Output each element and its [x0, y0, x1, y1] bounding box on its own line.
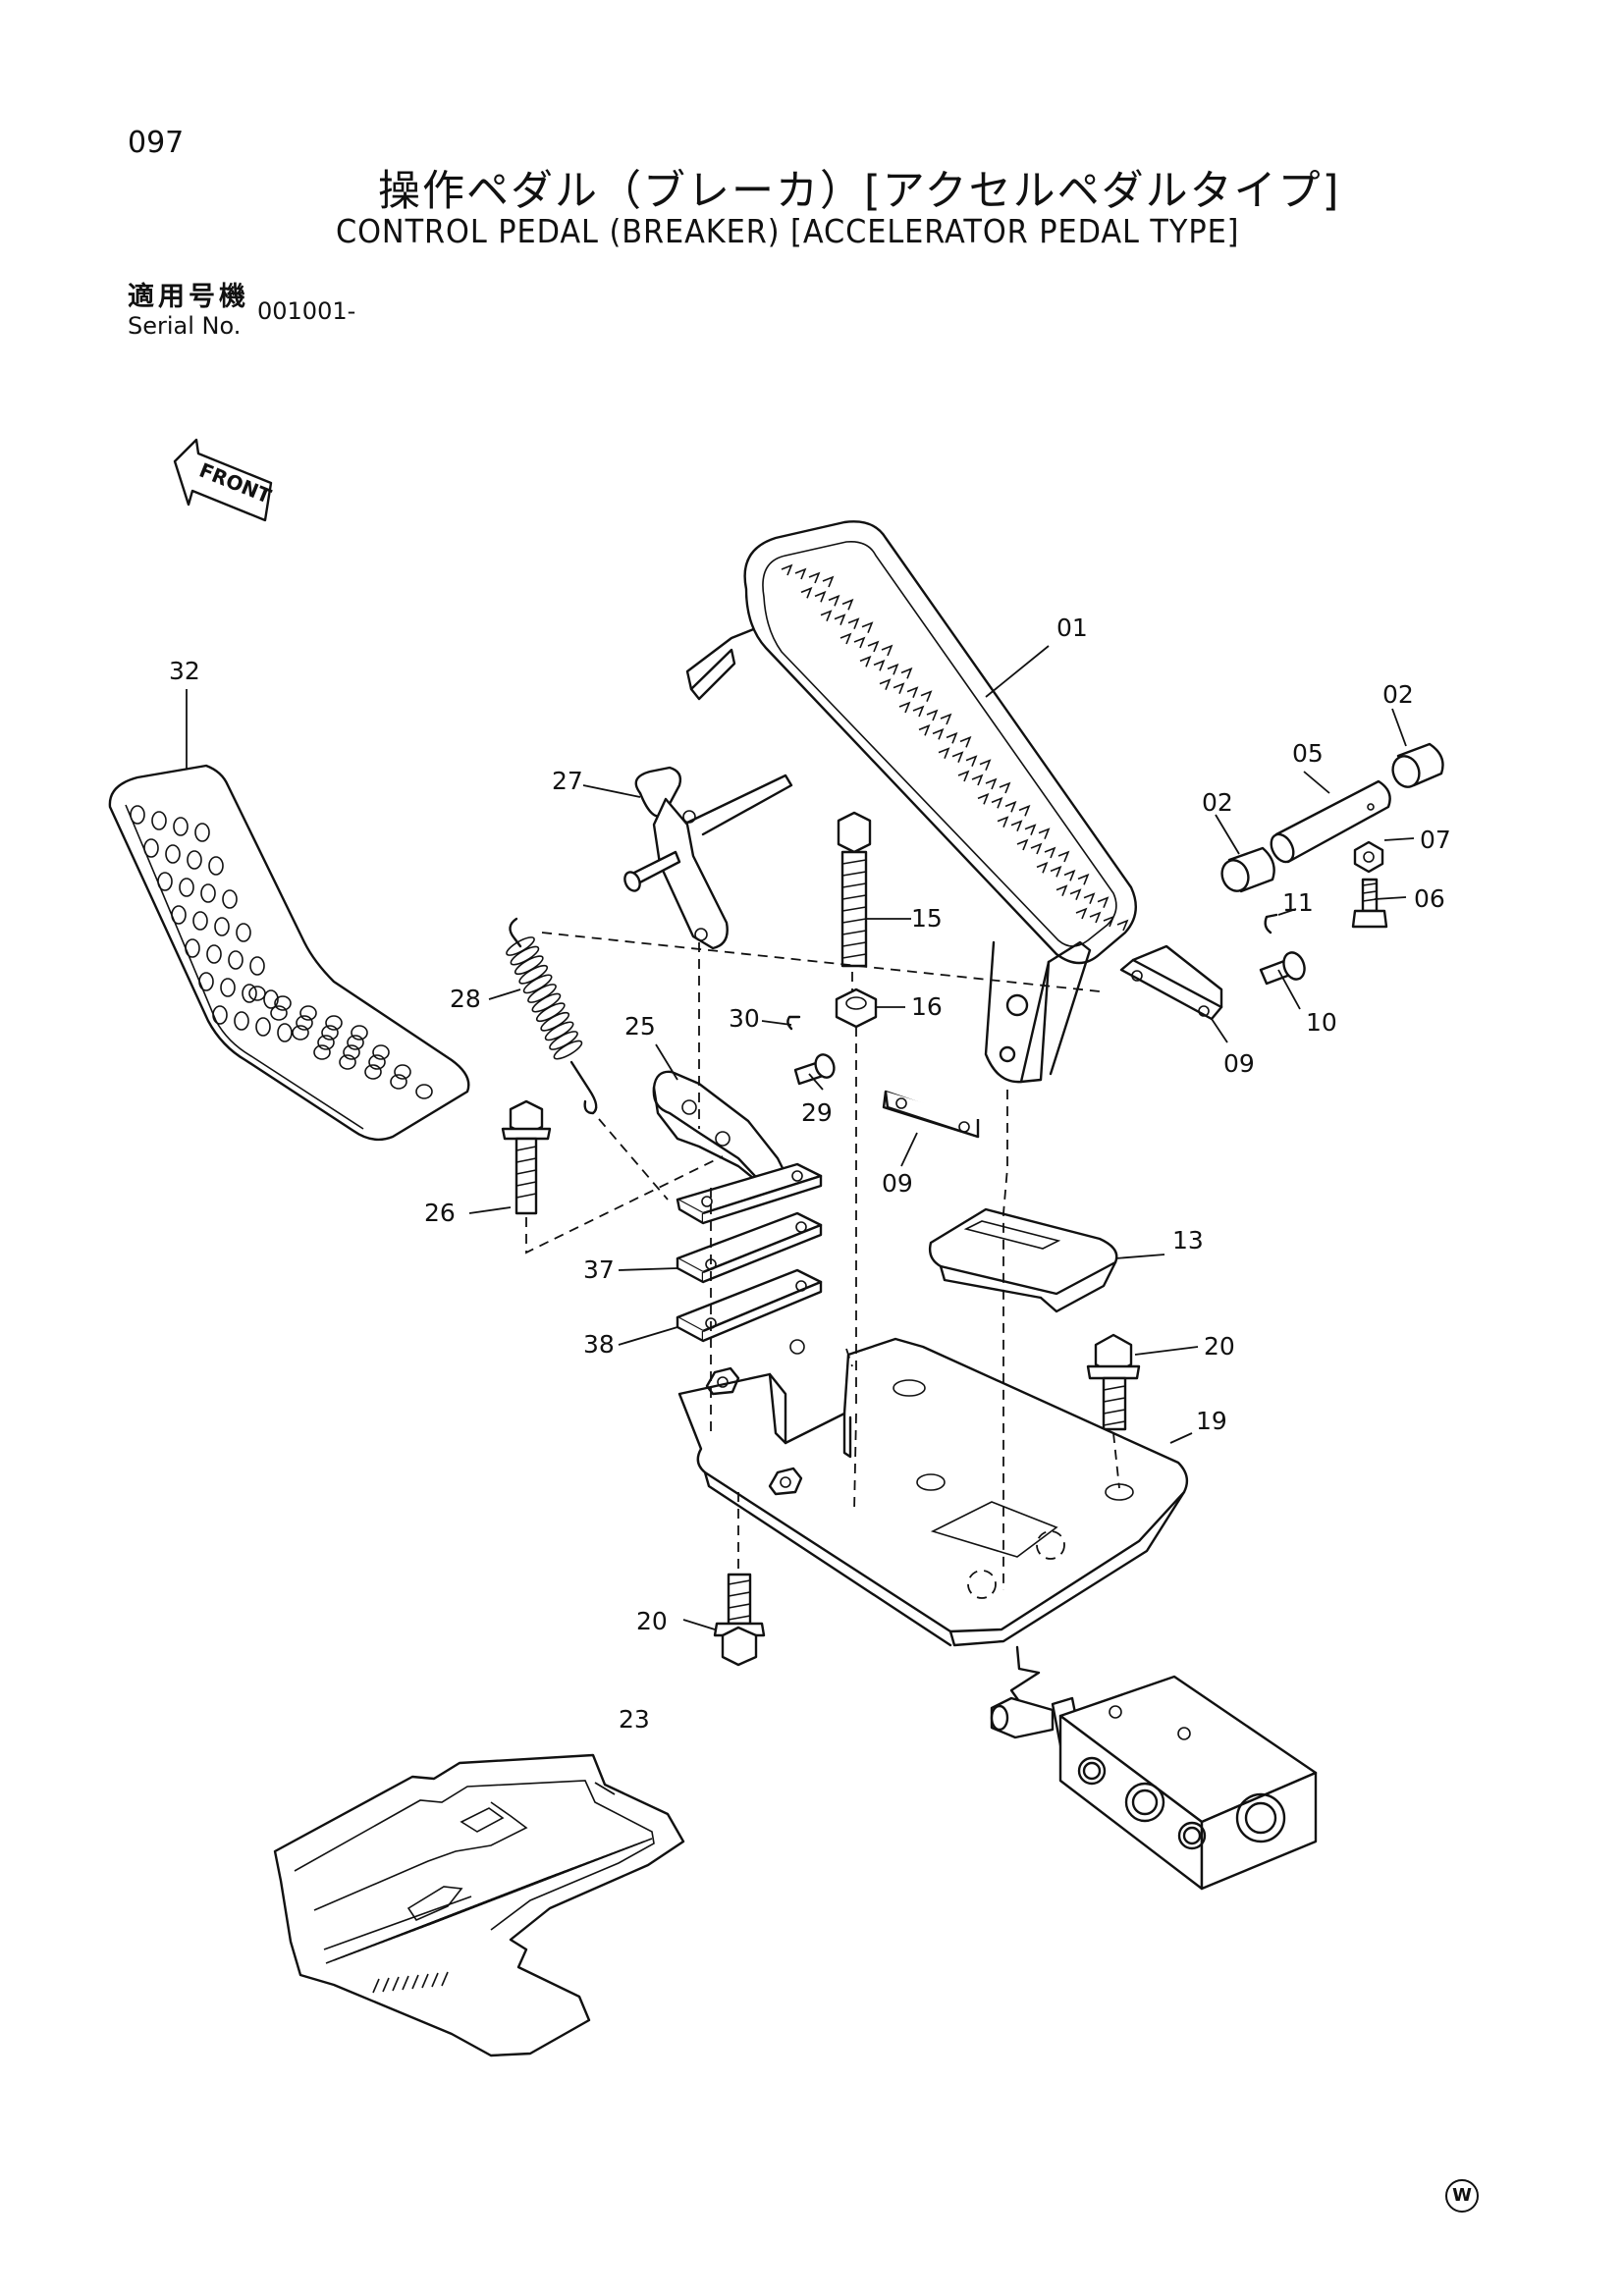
part-10-clevis-pin [1259, 951, 1306, 986]
serial-label-japanese: 適用号機 [128, 282, 249, 312]
part-02-bushing-left [1220, 846, 1275, 893]
callout-leaders [186, 645, 1415, 1795]
part-02-bushing-right [1391, 742, 1444, 788]
pedal-cover-studs [130, 805, 433, 1099]
part-32-pedal-cover [108, 764, 470, 1142]
callout-09-right: 09 [1223, 1049, 1255, 1078]
part-11-split-pin [1264, 913, 1278, 934]
serial-number-value: 001001- [257, 297, 356, 325]
manufacturer-mark: W [1445, 2179, 1479, 2213]
callout-11: 11 [1282, 888, 1314, 917]
title-english: CONTROL PEDAL (BREAKER) [ACCELERATOR PED… [336, 212, 1240, 250]
callout-30: 30 [729, 1004, 760, 1033]
callout-16: 16 [911, 992, 943, 1021]
callout-26: 26 [424, 1199, 456, 1227]
part-29-clevis-pin [793, 1053, 836, 1086]
callout-15: 15 [911, 904, 943, 933]
callout-01: 01 [1056, 614, 1088, 642]
assembly-center-lines [525, 932, 1120, 1590]
callout-25: 25 [624, 1012, 656, 1041]
callout-20-lower: 20 [636, 1607, 668, 1635]
part-09-plate-right [1119, 944, 1223, 1021]
spring-coils [506, 936, 583, 1060]
callout-02-right: 02 [1382, 680, 1414, 709]
front-arrow-label: FRONT [196, 458, 275, 508]
part-23-floor-mat [273, 1753, 685, 2057]
title-japanese: 操作ペダル（ブレーカ）[アクセルペダルタイプ] [378, 167, 1341, 216]
callout-05: 05 [1292, 739, 1324, 768]
callout-19: 19 [1196, 1407, 1227, 1435]
part-05-pin [1270, 779, 1391, 864]
callout-32: 32 [169, 657, 200, 685]
callout-37: 37 [583, 1255, 615, 1284]
page-number: 097 [128, 126, 185, 160]
part-38-shim [676, 1268, 823, 1343]
part-01-accelerator-pedal [685, 520, 1137, 1084]
serial-label-english: Serial No. [128, 312, 242, 340]
part-07-nut [1353, 840, 1384, 874]
part-13-boot-cover [928, 1207, 1118, 1313]
part-callout-labels: 01 02 02 05 07 06 11 10 09 09 13 15 16 1… [169, 614, 1451, 1734]
part-15-bolt [837, 811, 872, 968]
callout-02-left: 02 [1202, 788, 1233, 817]
part-27-lever [623, 766, 793, 950]
callout-27: 27 [552, 767, 583, 795]
pilot-valve-block [990, 1645, 1318, 1891]
callout-06: 06 [1414, 884, 1445, 913]
callout-20-upper: 20 [1204, 1332, 1235, 1361]
floor-mat-ribs [325, 1838, 653, 1994]
part-20-bolt-upper [1086, 1333, 1141, 1431]
part-30-split-pin [786, 1015, 801, 1031]
pedal-tread-pattern [781, 563, 1129, 932]
part-16-nut [835, 988, 878, 1029]
part-19-base-plate [677, 1337, 1189, 1647]
part-09-plate-left [882, 1090, 980, 1139]
callout-28: 28 [450, 985, 481, 1013]
callout-23: 23 [619, 1705, 650, 1734]
part-28-spring [506, 917, 598, 1115]
part-37-shim-lower [676, 1211, 823, 1284]
part-20-bolt-lower [713, 1573, 766, 1667]
callout-38: 38 [583, 1330, 615, 1359]
callout-09-left: 09 [882, 1169, 913, 1198]
callout-13: 13 [1172, 1226, 1204, 1255]
part-26-bolt [501, 1099, 552, 1215]
part-06-bolt [1351, 878, 1388, 929]
front-direction-arrow: FRONT [173, 438, 275, 522]
callout-10: 10 [1306, 1008, 1337, 1037]
callout-29: 29 [801, 1098, 833, 1127]
part-37-shim [676, 1162, 823, 1225]
callout-07: 07 [1420, 826, 1451, 854]
